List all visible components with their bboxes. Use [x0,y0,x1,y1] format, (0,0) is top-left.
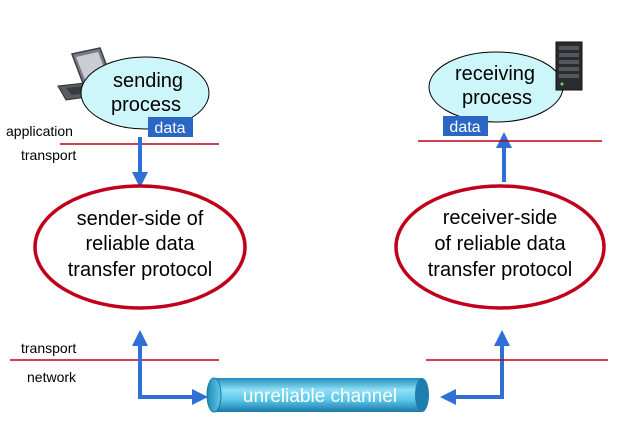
receiver-protocol-line-2: of reliable data [434,233,566,255]
layer-application-label: application [6,123,73,139]
lower-network-label: network [27,369,77,385]
receiver-protocol-line-1: receiver-side [443,207,557,229]
sender-data-tag: data [148,117,193,137]
lower-transport-label: transport [21,340,76,356]
receiver-protocol: receiver-side of reliable data transfer … [394,184,606,310]
receiving-process-label-1: receiving [455,63,535,85]
sender-channel-arrow [132,330,208,405]
receiver-protocol-line-3: transfer protocol [428,259,573,281]
layer-transport-label: transport [21,147,76,163]
receiving-process: receiving process [428,51,564,123]
sender-data-tag-label: data [154,120,185,137]
sending-process-label-1: sending [113,70,183,92]
sender-protocol-line-2: reliable data [86,233,196,255]
sending-process-label-2: process [111,94,181,116]
receiving-process-label-2: process [462,87,532,109]
server-icon [555,41,583,91]
sender-protocol: sender-side of reliable data transfer pr… [33,184,247,310]
unreliable-channel-label: unreliable channel [243,386,397,407]
receiver-channel-arrow [440,330,510,405]
receiver-data-tag-label: data [449,119,480,136]
receiver-data-tag: data [443,116,488,136]
sending-process: sending process [80,56,210,130]
sender-protocol-line-3: transfer protocol [68,259,213,281]
unreliable-channel: unreliable channel [206,377,429,413]
sender-protocol-line-1: sender-side of [77,208,204,230]
